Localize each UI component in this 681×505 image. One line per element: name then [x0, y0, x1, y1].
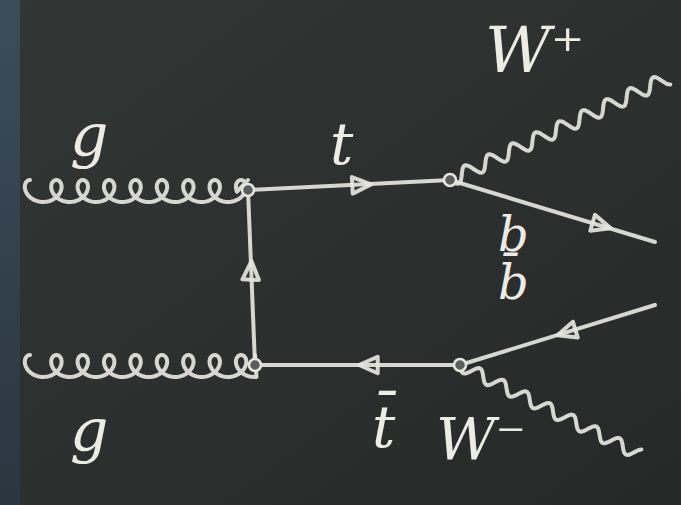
- quark-line: [450, 180, 655, 242]
- vertex-dot: [454, 359, 466, 371]
- particle-label: t̄: [372, 398, 395, 456]
- arrow-head: [242, 261, 258, 280]
- vertex-dot: [444, 174, 456, 186]
- w-boson-line: [450, 77, 670, 184]
- quark-line: [248, 180, 450, 190]
- gluon-line: [25, 180, 248, 202]
- arrow-head: [359, 357, 378, 374]
- particle-label: g: [70, 105, 108, 165]
- space-strip: [0, 0, 20, 505]
- particle-label: b: [498, 210, 529, 258]
- gluon-line: [25, 355, 257, 377]
- particle-label: W⁺: [485, 18, 585, 82]
- quark-line: [248, 190, 255, 365]
- particle-label: W⁻: [436, 410, 526, 468]
- particle-label: b̄: [498, 258, 529, 306]
- vertex-dot: [242, 184, 254, 196]
- arrow-head: [557, 322, 577, 338]
- arrow-head: [590, 215, 610, 231]
- arrow-head: [352, 177, 371, 193]
- vertex-dot: [249, 359, 261, 371]
- quark-line: [460, 305, 655, 365]
- chalk-lines: [25, 77, 671, 455]
- particle-label: g: [70, 400, 108, 460]
- particle-label: t: [330, 115, 353, 173]
